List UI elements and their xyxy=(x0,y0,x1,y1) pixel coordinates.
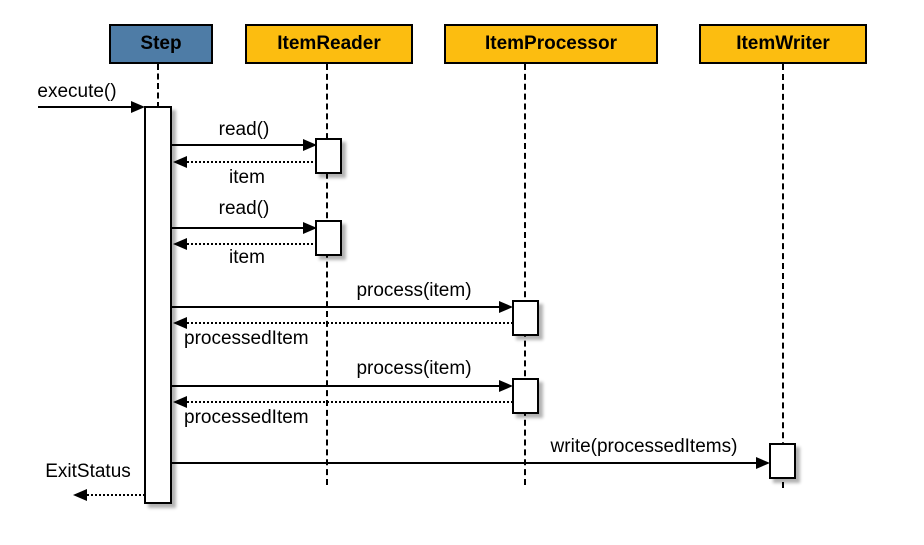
process2-arrow-line xyxy=(172,385,500,387)
execute-arrowhead-icon xyxy=(131,101,145,113)
message-label-processeditem-2: processedItem xyxy=(184,407,309,428)
message-label-item-1: item xyxy=(229,167,265,188)
participant-itemreader: ItemReader xyxy=(245,24,413,64)
write-arrow-line xyxy=(172,462,757,464)
execute-arrow-line xyxy=(38,106,131,108)
participant-itemwriter: ItemWriter xyxy=(699,24,867,64)
message-label-exitstatus: ExitStatus xyxy=(45,461,131,482)
participant-itemprocessor-label: ItemProcessor xyxy=(484,33,617,54)
processeditem2-return-line xyxy=(187,401,513,403)
read2-arrowhead-icon xyxy=(303,222,317,234)
participant-itemprocessor: ItemProcessor xyxy=(444,24,658,64)
participant-itemwriter-label: ItemWriter xyxy=(736,33,830,54)
processeditem2-arrowhead-icon xyxy=(173,396,187,408)
lifeline-itemreader xyxy=(326,64,328,485)
item1-return-line xyxy=(187,161,317,163)
activation-step xyxy=(144,106,172,504)
participant-step: Step xyxy=(109,24,213,64)
item1-arrowhead-icon xyxy=(173,156,187,168)
item2-arrowhead-icon xyxy=(173,238,187,250)
message-label-process-2: process(item) xyxy=(356,358,472,379)
exitstatus-arrowhead-icon xyxy=(73,489,87,501)
message-label-write: write(processedItems) xyxy=(550,436,738,457)
read1-arrowhead-icon xyxy=(303,139,317,151)
process2-arrowhead-icon xyxy=(499,380,513,392)
read1-arrow-line xyxy=(172,144,304,146)
activation-itemprocessor-2 xyxy=(512,378,539,414)
message-label-read-1: read() xyxy=(218,119,270,140)
activation-itemreader-2 xyxy=(315,220,342,256)
participant-itemreader-label: ItemReader xyxy=(277,33,381,54)
message-label-execute: execute() xyxy=(37,81,117,102)
message-label-processeditem-1: processedItem xyxy=(184,328,309,349)
exitstatus-return-line xyxy=(87,494,145,496)
lifeline-step xyxy=(157,64,159,108)
processeditem1-return-line xyxy=(187,322,513,324)
participant-step-label: Step xyxy=(140,33,182,54)
activation-itemprocessor-1 xyxy=(512,300,539,336)
item2-return-line xyxy=(187,243,317,245)
processeditem1-arrowhead-icon xyxy=(173,317,187,329)
lifeline-itemwriter xyxy=(782,64,784,488)
read2-arrow-line xyxy=(172,227,304,229)
activation-itemreader-1 xyxy=(315,138,342,174)
message-label-read-2: read() xyxy=(218,198,270,219)
message-label-process-1: process(item) xyxy=(356,280,472,301)
process1-arrowhead-icon xyxy=(499,301,513,313)
write-arrowhead-icon xyxy=(756,457,770,469)
activation-itemwriter xyxy=(769,443,796,479)
process1-arrow-line xyxy=(172,306,500,308)
message-label-item-2: item xyxy=(229,247,265,268)
lifeline-itemprocessor xyxy=(524,64,526,485)
